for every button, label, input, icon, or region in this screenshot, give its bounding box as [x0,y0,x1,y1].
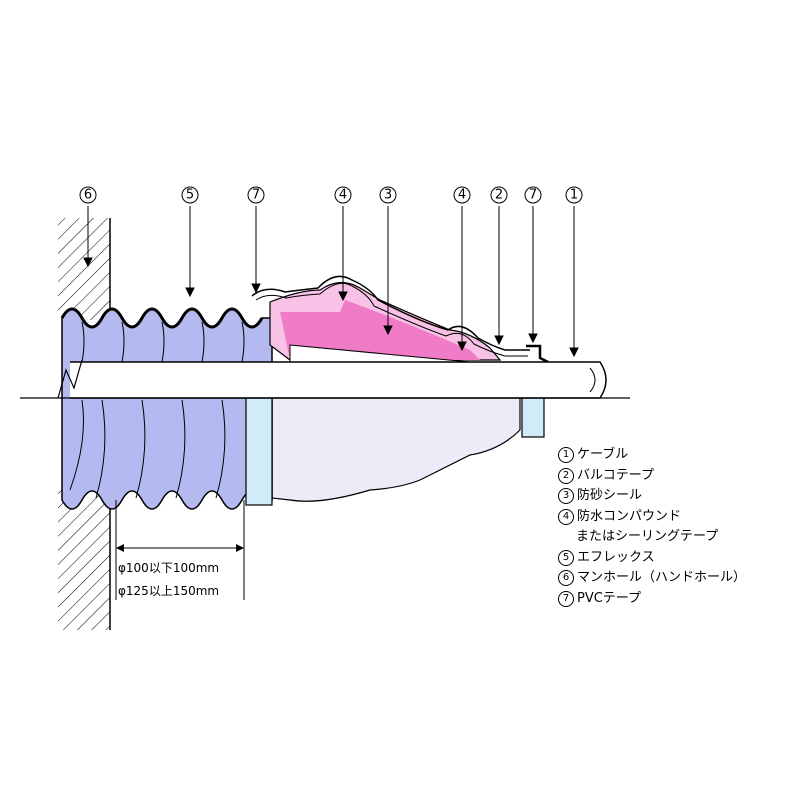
legend-label: 防砂シール [577,488,643,503]
legend-item-manhole: 6 マンホール（ハンドホール） [558,568,798,589]
svg-text:7: 7 [252,188,260,203]
waterproof-compound [251,275,549,364]
legend-item-eflex: 5 エフレックス [558,548,798,569]
svg-text:6: 6 [84,188,92,203]
callout-3-top: 3 [379,186,397,204]
callout-7-top-left: 7 [247,186,265,204]
legend-item-sand-seal: 3 防砂シール [558,486,798,507]
legend-number: 3 [558,488,574,505]
legend-item-pvc-tape: 7 PVCテープ [558,589,798,610]
conduit-eflex [60,307,273,510]
callout-4-top-left: 4 [334,186,352,204]
legend-number: 4 [558,508,574,525]
svg-text:7: 7 [529,188,537,203]
legend-item-balco-tape: 2 バルコテープ [558,466,798,487]
legend-number: 6 [558,570,574,587]
callout-4-top-right: 4 [453,186,471,204]
coupling-ring [245,394,545,506]
legend-label: ケーブル [577,447,629,462]
dimension-marker: φ100以下100mm φ125以上150mm [115,500,245,600]
svg-text:3: 3 [384,188,392,203]
lower-cavity [271,394,521,502]
callout-7-top-right: 7 [524,186,542,204]
svg-text:4: 4 [339,188,347,203]
legend-item-waterproof-compound-cont: またはシーリングテープ [576,529,719,544]
legend-number: 5 [558,549,574,566]
svg-text:5: 5 [186,188,194,203]
svg-text:1: 1 [570,188,578,203]
dimension-text-2: φ125以上150mm [118,584,219,598]
callout-leaders [83,206,579,358]
legend-item-waterproof-compound: 4 防水コンパウンド [558,507,798,528]
cable [20,359,630,399]
legend-label: PVCテープ [577,590,642,606]
legend-label: バルコテープ [577,467,654,483]
legend-label: 防水コンパウンド [577,508,682,524]
svg-text:4: 4 [458,188,466,203]
legend-number: 2 [558,467,574,484]
legend-number: 1 [558,447,574,464]
callout-6-top: 6 [79,186,97,204]
legend-number: 7 [558,590,574,607]
dimension-text-1: φ100以下100mm [118,561,219,575]
legend-item-cable: 1 ケーブル [558,445,798,466]
manhole-wall [58,218,111,630]
legend-label: エフレックス [577,549,655,565]
callout-1-top: 1 [565,186,583,204]
svg-text:2: 2 [495,188,503,203]
legend: 1 ケーブル 2 バルコテープ 3 防砂シール 4 防水コンパウンド またはシー… [558,445,798,609]
callout-5-top: 5 [181,186,199,204]
callout-2-top: 2 [490,186,508,204]
legend-label: マンホール（ハンドホール） [577,570,747,585]
